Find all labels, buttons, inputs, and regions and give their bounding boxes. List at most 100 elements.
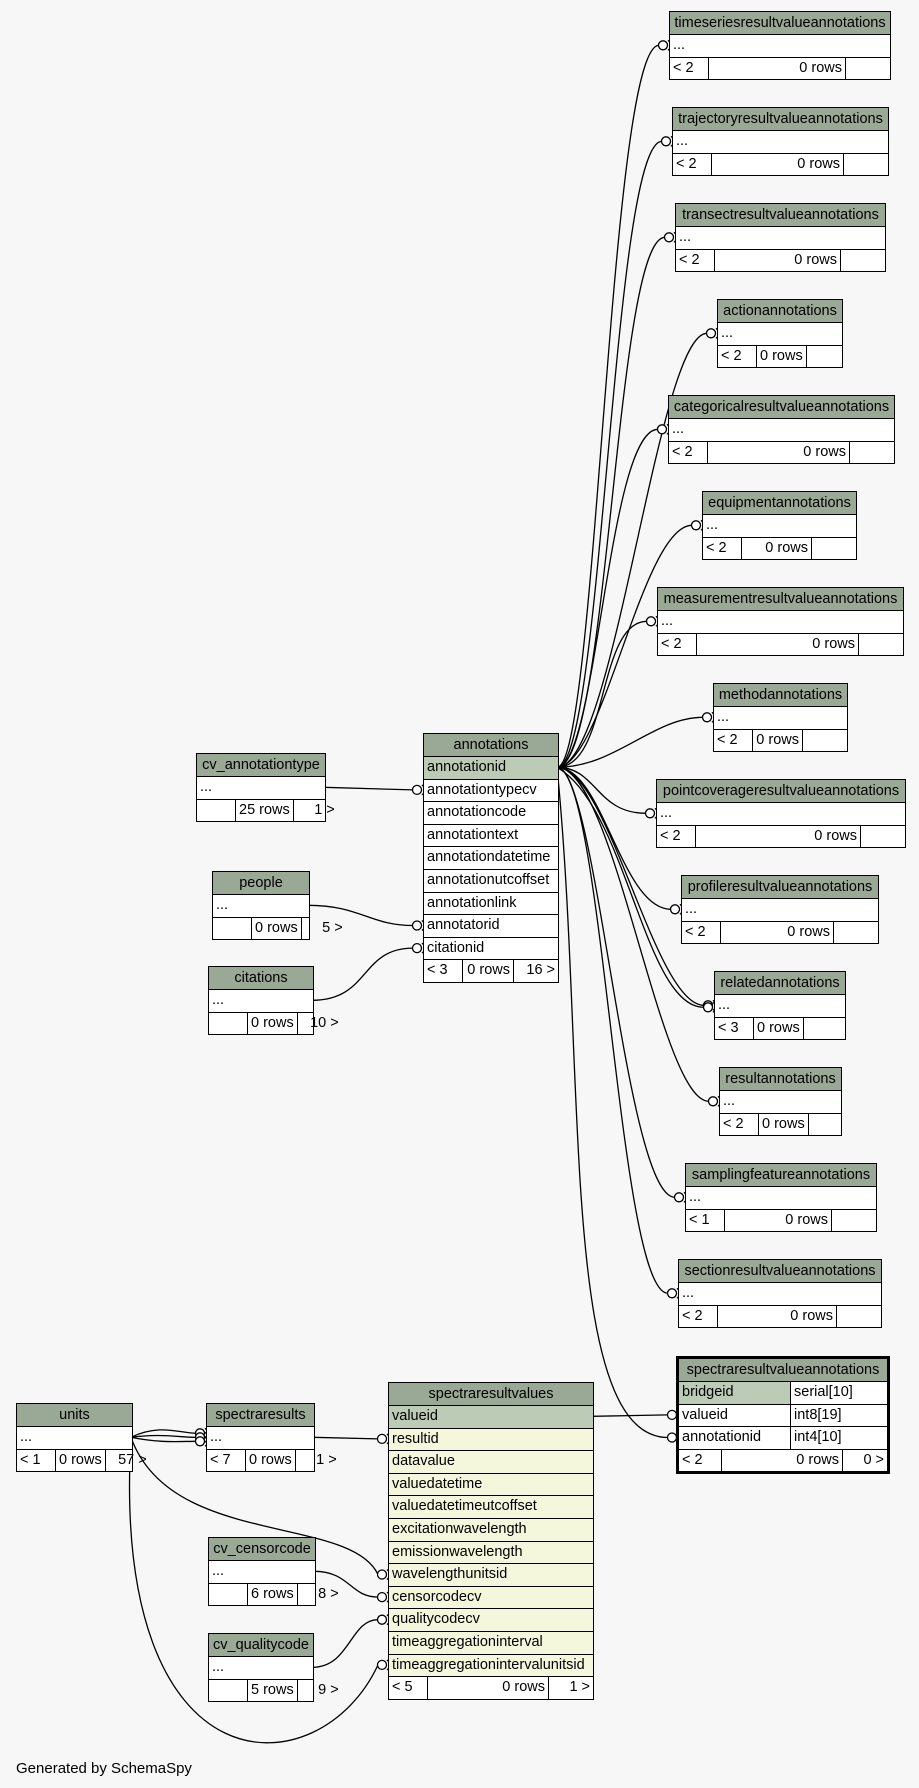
- parents-count[interactable]: [209, 1679, 248, 1702]
- children-count[interactable]: [809, 1114, 853, 1136]
- table-title[interactable]: spectraresults: [207, 1404, 314, 1427]
- table-title[interactable]: cv_censorcode: [209, 1538, 315, 1561]
- table-title[interactable]: cv_qualitycode: [209, 1634, 313, 1657]
- children-count[interactable]: 1 >: [314, 801, 335, 818]
- table-title[interactable]: methodannotations: [714, 684, 847, 707]
- parents-count[interactable]: < 5: [389, 1677, 428, 1699]
- children-count[interactable]: [804, 1018, 848, 1040]
- parents-count[interactable]: < 3: [424, 960, 463, 982]
- children-count[interactable]: [803, 730, 847, 752]
- table-title[interactable]: trajectoryresultvalueannotations: [673, 108, 888, 131]
- parents-count[interactable]: < 2: [714, 729, 753, 752]
- children-count[interactable]: [841, 250, 885, 272]
- parents-count[interactable]: [209, 1583, 248, 1606]
- children-count[interactable]: 57 >: [118, 1451, 147, 1468]
- row-count: 0 rows: [428, 1677, 549, 1699]
- table-title[interactable]: spectraresultvalues: [389, 1383, 593, 1406]
- children-count[interactable]: 10 >: [310, 1014, 339, 1031]
- parents-count[interactable]: < 2: [669, 441, 708, 464]
- children-count[interactable]: 0 >: [863, 1451, 884, 1468]
- children-count[interactable]: [807, 346, 851, 368]
- parents-count[interactable]: < 2: [670, 57, 709, 80]
- table-pointcoverageresultvalueannotations[interactable]: pointcoverageresultvalueannotations...< …: [656, 779, 906, 849]
- column-row: valuedatetimeutcoffset: [389, 1496, 593, 1519]
- parents-count[interactable]: < 1: [17, 1449, 56, 1472]
- children-count[interactable]: 1 >: [569, 1679, 590, 1696]
- table-title[interactable]: units: [17, 1404, 132, 1427]
- parents-count[interactable]: < 2: [703, 537, 742, 560]
- table-title[interactable]: profileresultvalueannotations: [682, 876, 878, 899]
- parents-count[interactable]: [213, 917, 252, 940]
- table-title[interactable]: resultannotations: [720, 1068, 841, 1091]
- parents-count[interactable]: < 2: [657, 825, 696, 848]
- parents-count[interactable]: < 7: [207, 1449, 246, 1472]
- table-title[interactable]: pointcoverageresultvalueannotations: [657, 780, 905, 803]
- table-title[interactable]: citations: [209, 967, 313, 990]
- children-count[interactable]: [850, 442, 894, 464]
- children-count[interactable]: 1 >: [316, 1451, 337, 1468]
- table-title[interactable]: actionannotations: [718, 300, 842, 323]
- table-title[interactable]: samplingfeatureannotations: [686, 1164, 876, 1187]
- table-title[interactable]: people: [213, 872, 309, 895]
- edge-annotations-sectionresultvalueannotations: [556, 766, 669, 1294]
- children-count[interactable]: [812, 538, 856, 560]
- children-count[interactable]: [832, 1210, 876, 1232]
- parents-count[interactable]: < 2: [679, 1449, 722, 1472]
- table-title[interactable]: measurementresultvalueannotations: [658, 588, 903, 611]
- table-title[interactable]: timeseriesresultvalueannotations: [670, 12, 890, 35]
- children-count[interactable]: 8 >: [318, 1585, 339, 1602]
- parents-count[interactable]: < 2: [718, 345, 757, 368]
- table-title[interactable]: relatedannotations: [715, 972, 845, 995]
- table-title[interactable]: categoricalresultvalueannotations: [669, 396, 894, 419]
- parents-count[interactable]: [209, 1012, 248, 1035]
- parents-count[interactable]: < 2: [658, 633, 697, 656]
- parents-count[interactable]: < 2: [679, 1305, 718, 1328]
- children-count[interactable]: [861, 826, 905, 848]
- parents-count[interactable]: < 3: [715, 1017, 754, 1040]
- table-title[interactable]: annotations: [424, 734, 558, 757]
- children-count[interactable]: [846, 58, 890, 80]
- table-title[interactable]: spectraresultvalueannotations: [679, 1359, 887, 1382]
- children-count[interactable]: 16 >: [526, 962, 555, 979]
- children-count[interactable]: [837, 1306, 881, 1328]
- table-title[interactable]: transectresultvalueannotations: [676, 204, 885, 227]
- parents-count[interactable]: < 2: [720, 1113, 759, 1136]
- children-count[interactable]: [834, 922, 878, 944]
- parents-count[interactable]: < 2: [676, 249, 715, 272]
- parents-count[interactable]: [197, 799, 236, 822]
- children-count[interactable]: 9 >: [318, 1681, 339, 1698]
- children-count[interactable]: [859, 634, 903, 656]
- table-title[interactable]: equipmentannotations: [703, 492, 856, 515]
- parents-count[interactable]: < 2: [682, 921, 721, 944]
- children-count[interactable]: 5 >: [322, 919, 343, 936]
- parents-count[interactable]: < 2: [673, 153, 712, 176]
- children-count[interactable]: [844, 154, 888, 176]
- table-title[interactable]: sectionresultvalueannotations: [679, 1260, 881, 1283]
- edge-qualitycode: [311, 1619, 379, 1668]
- table-title[interactable]: cv_annotationtype: [197, 754, 325, 777]
- parents-count[interactable]: < 1: [686, 1209, 725, 1232]
